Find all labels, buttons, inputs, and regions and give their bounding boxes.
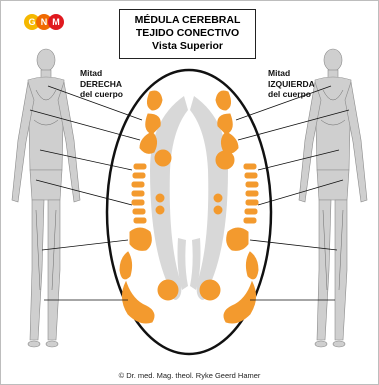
relay-small-right-2 [156,206,164,214]
relay-rib-left-5 [246,200,258,205]
relay-rib-left-2 [245,173,257,178]
relay-small-right-1 [156,194,164,202]
relay-rib-left-1 [244,164,256,169]
relay-small-left-1 [214,194,222,202]
relay-rib-right-3 [132,182,144,187]
relay-rib-left-4 [246,191,258,196]
relay-rib-right-1 [134,164,146,169]
relay-foot-right [158,280,178,300]
relay-arm-left [216,151,234,169]
relay-rib-right-7 [134,218,146,223]
relay-foot-left [200,280,220,300]
relay-rib-right-6 [133,209,145,214]
relay-rib-left-7 [244,218,256,223]
copyright-footer: © Dr. med. Mag. theol. Ryke Geerd Hamer [0,371,379,380]
relay-rib-right-4 [132,191,144,196]
relay-small-left-2 [214,206,222,214]
relay-rib-right-5 [132,200,144,205]
relay-rib-left-6 [245,209,257,214]
relay-rib-left-3 [246,182,258,187]
relay-pelvis-right [130,228,151,250]
relay-pelvis-left [227,228,248,250]
relay-rib-right-2 [133,173,145,178]
relay-arm-right [155,150,171,166]
